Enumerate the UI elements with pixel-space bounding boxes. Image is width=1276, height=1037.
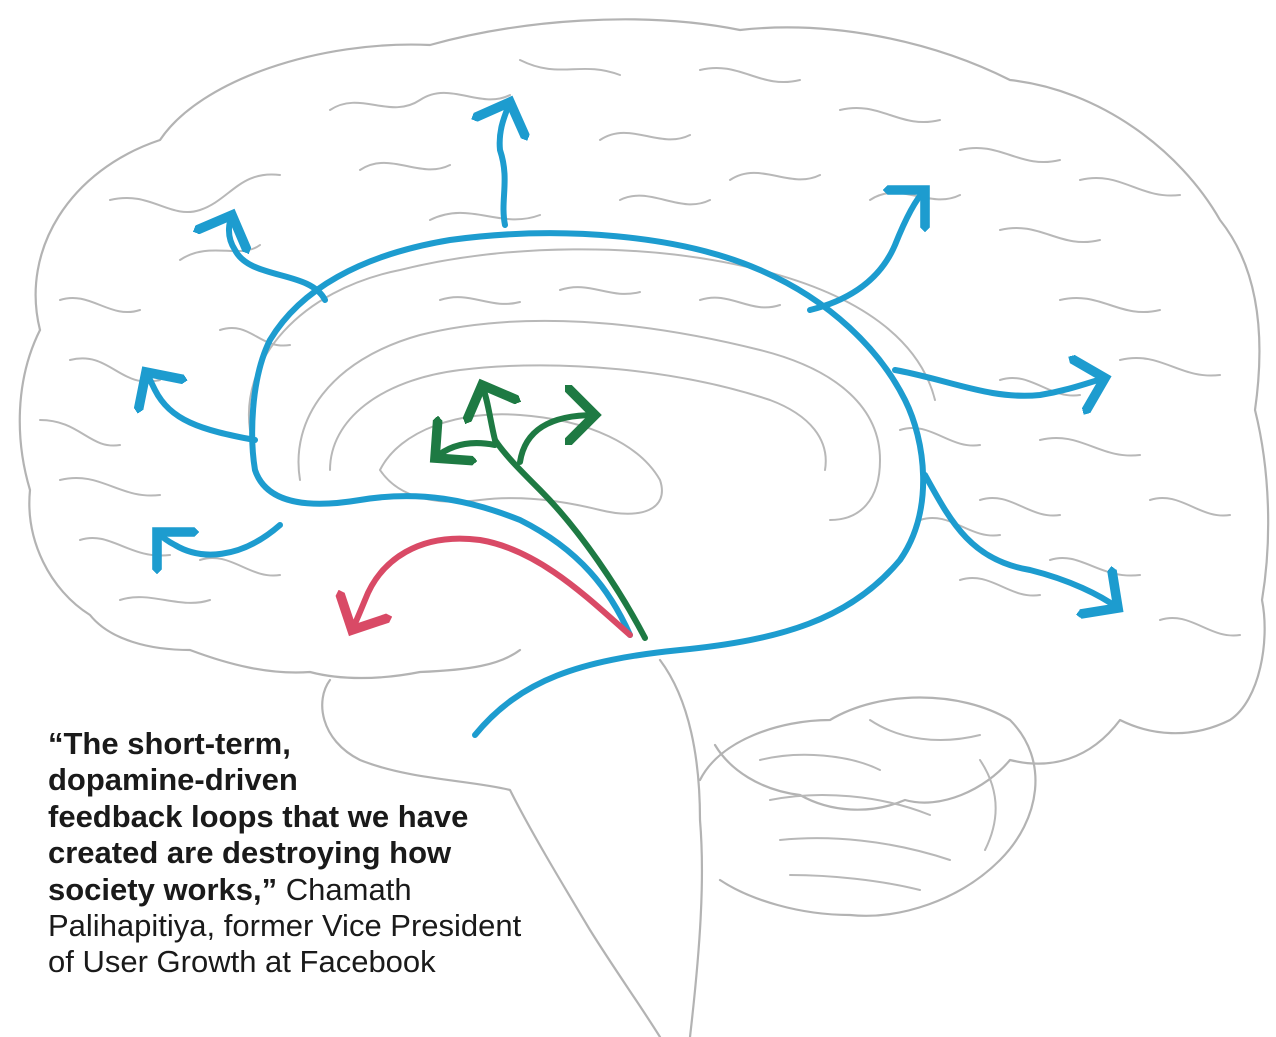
attribution-text: Chamath (286, 872, 412, 907)
quote-line: “The short-term, (48, 726, 648, 762)
brainstem-inner (660, 660, 702, 1037)
cortex-gyri (40, 60, 1240, 636)
cerebellum-outline (700, 698, 1035, 916)
nigrostriatal-pathway (352, 539, 630, 635)
brain-frontal-base (20, 330, 520, 678)
quote-line: feedback loops that we have (48, 799, 648, 835)
quote-line: society works,” (48, 872, 277, 907)
cingulate-gyrus (249, 249, 935, 430)
quote-line-with-attribution: society works,” Chamath (48, 872, 648, 908)
quote-line: created are destroying how (48, 835, 648, 871)
cerebellum-folds (760, 720, 996, 890)
quote-block: “The short-term, dopamine-driven feedbac… (48, 726, 648, 981)
quote-line: dopamine-driven (48, 762, 648, 798)
corpus-callosum-outer (299, 321, 881, 520)
attribution-text: of User Growth at Facebook (48, 944, 648, 980)
attribution-text: Palihapitiya, former Vice President (48, 908, 648, 944)
